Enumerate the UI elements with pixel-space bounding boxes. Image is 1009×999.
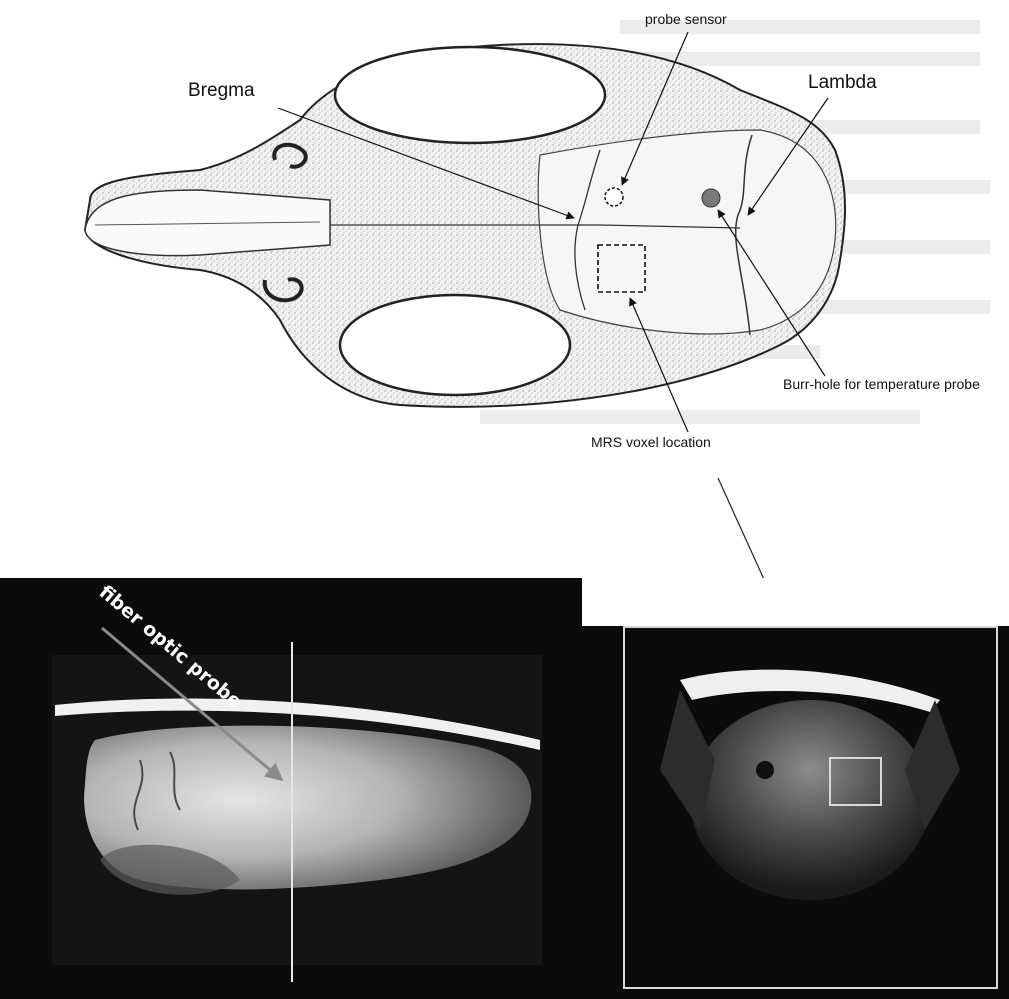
sagittal-mri-panel: fiber optic probe <box>0 578 585 999</box>
upper-orbit <box>335 47 605 143</box>
burr-hole-marker <box>702 189 720 207</box>
bregma-label: Bregma <box>188 80 255 101</box>
probe-void <box>756 761 774 779</box>
mrs-voxel-label: MRS voxel location <box>591 434 711 450</box>
probe-sensor-label: probe sensor <box>645 11 727 27</box>
lower-orbit <box>340 295 570 395</box>
lambda-label: Lambda <box>808 72 877 93</box>
burr-hole-label: Burr-hole for temperature probe <box>783 376 980 392</box>
coronal-mri-panel <box>582 578 1009 999</box>
probe-sensor-marker <box>605 188 623 206</box>
coronal-brain <box>690 700 930 900</box>
